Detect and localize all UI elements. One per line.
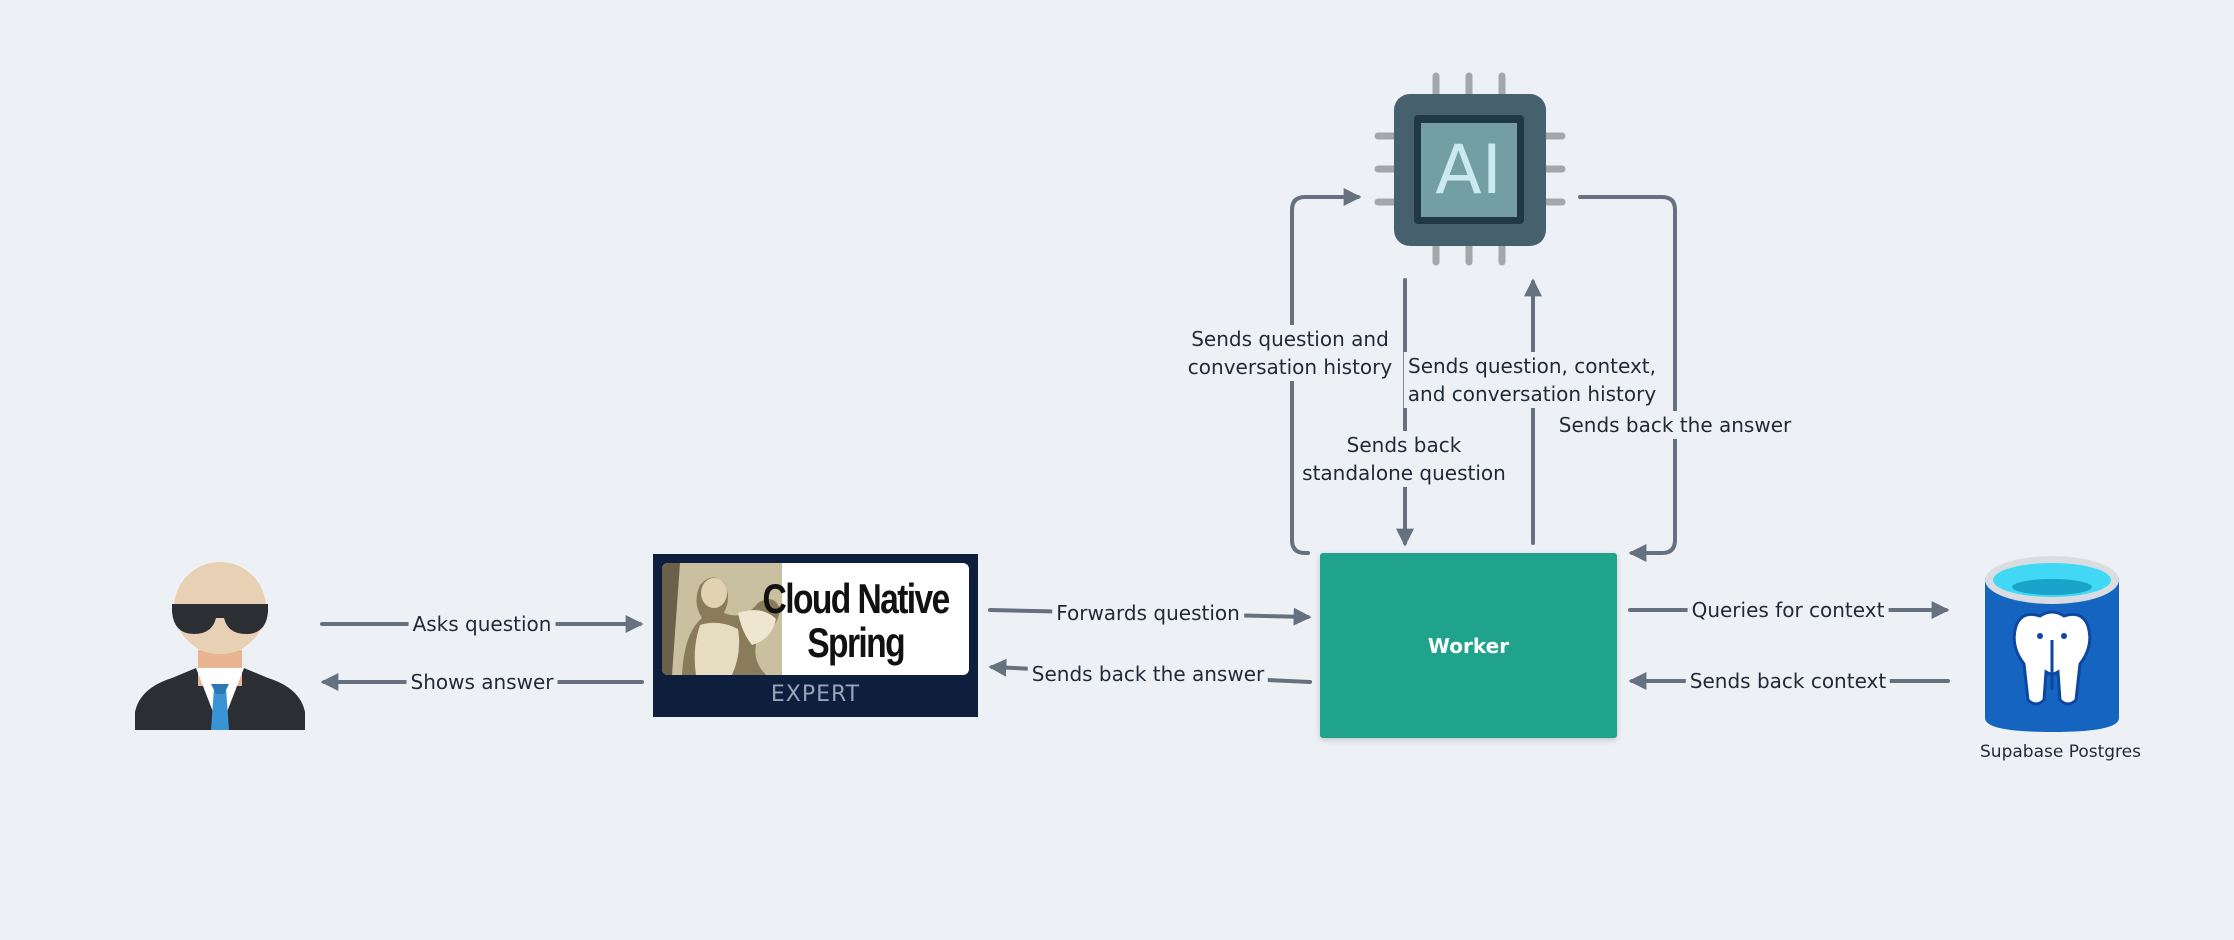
edge-sends-back-answer-ai [1578, 195, 1677, 562]
edge-label-sends-back-answer-app: Sends back the answer [1027, 660, 1269, 688]
logo-subtitle: EXPERT [770, 682, 861, 707]
logo-engraving [662, 563, 782, 675]
edge-label-sends-question-history: Sends question and conversation history [1183, 325, 1397, 381]
ai-chip-label: AI [1435, 130, 1502, 210]
logo-title-line1: Cloud Native [762, 575, 951, 622]
person-sunglasses-suit-icon [135, 562, 305, 730]
worker-node: Worker [1320, 553, 1617, 738]
edge-label-queries-context: Queries for context [1687, 596, 1889, 624]
postgres-elephant-cylinder-icon [1985, 556, 2119, 732]
cloud-native-spring-logo: Cloud Native Spring EXPERT [653, 554, 978, 717]
database-label-text: Supabase Postgres [1980, 742, 2141, 762]
edge-label-sends-question-context: Sends question, context, and conversatio… [1403, 352, 1661, 408]
logo-title-line2: Spring [807, 619, 906, 666]
edge-label-sends-back-answer-ai: Sends back the answer [1554, 411, 1796, 439]
logo-banner: Cloud Native Spring [662, 563, 969, 675]
logo-title: Cloud Native Spring [762, 575, 951, 666]
edge-label-asks-question: Asks question [408, 610, 556, 638]
edge-label-forwards-question: Forwards question [1052, 599, 1244, 627]
edge-label-shows-answer: Shows answer [406, 668, 558, 696]
edge-label-sends-back-context: Sends back context [1685, 667, 1891, 695]
worker-label: Worker [1427, 633, 1510, 658]
database-label: Supabase Postgres [1980, 742, 2141, 762]
ai-chip-icon [1374, 72, 1566, 266]
edge-label-sends-back-standalone: Sends back standalone question [1298, 431, 1510, 487]
